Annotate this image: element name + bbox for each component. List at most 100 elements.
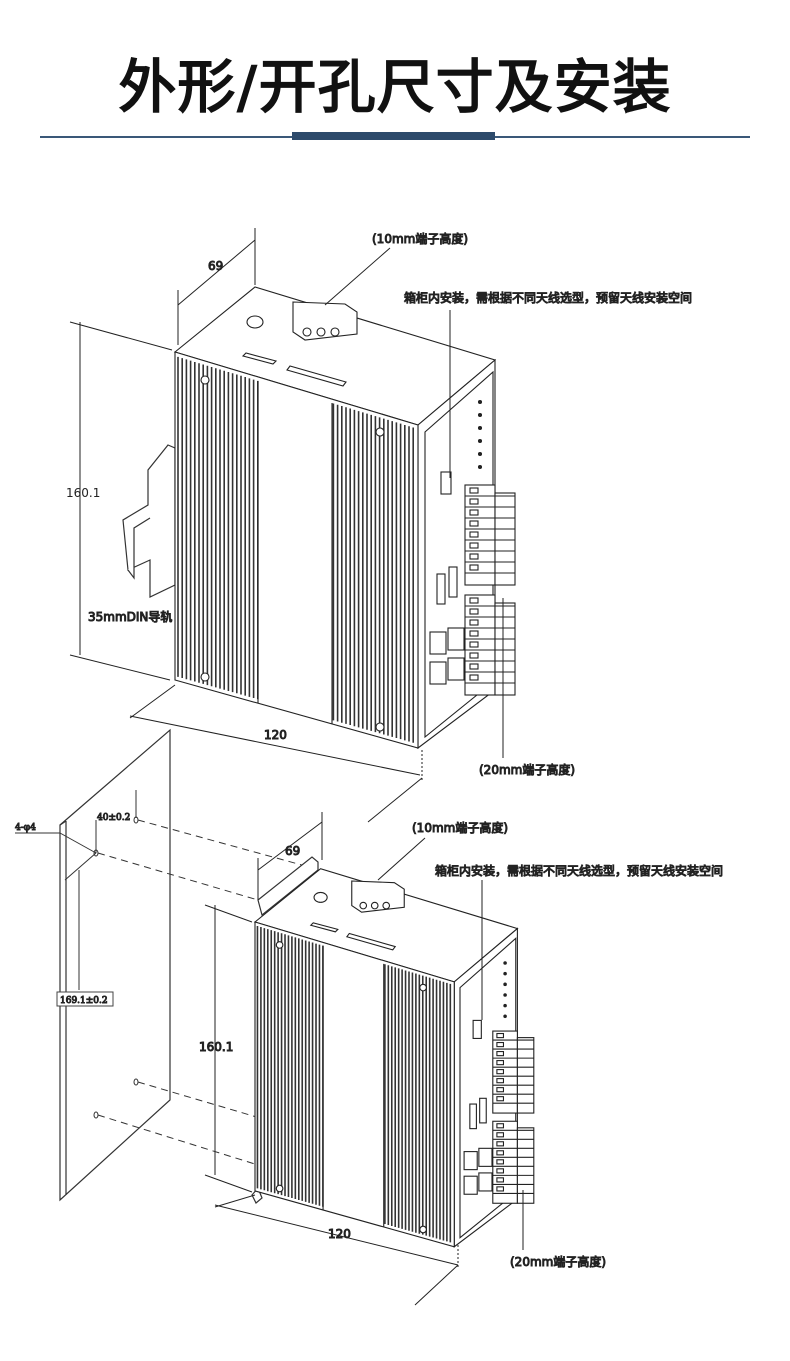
depth-label-bottom: 69	[285, 844, 300, 858]
din-rail-label: 35mmDIN导轨	[88, 610, 172, 624]
usb-port-icon	[448, 566, 458, 598]
leader-10mm-bottom	[377, 837, 426, 881]
height-label-top: 160.1	[66, 486, 100, 500]
antenna-note-top: 箱柜内安装，需根据不同天线选型，预留天线安装空间	[404, 290, 692, 305]
hole-alignment-lines	[97, 819, 321, 1166]
width-label-bottom: 120	[328, 1227, 351, 1241]
led-indicator	[477, 399, 483, 405]
screw-icon	[200, 375, 210, 385]
terminal-slot	[496, 1123, 505, 1129]
depth-dimension-top	[177, 228, 256, 345]
heatsink-fins	[177, 356, 414, 743]
hole-spacing-label: 40±0.2	[97, 813, 130, 823]
screw-icon	[375, 722, 385, 732]
terminal-slot	[469, 498, 479, 505]
terminal-slot	[469, 674, 479, 681]
vent-slot	[309, 922, 339, 933]
ethernet-port-icon	[463, 1175, 478, 1195]
antenna-connector-icon	[472, 1019, 482, 1039]
led-indicator	[503, 1003, 507, 1008]
terminal-slot	[496, 1032, 505, 1039]
mounting-holes	[93, 816, 139, 1119]
antenna-connector-icon	[440, 471, 452, 495]
terminal-screw	[330, 327, 340, 337]
terminal-slot	[469, 630, 479, 637]
terminal-block-20mm	[492, 1030, 535, 1114]
terminal-10mm-label-bottom: (10mm端子高度)	[412, 820, 508, 835]
hole-spec-label: 4-φ4	[15, 823, 36, 833]
terminal-slot	[496, 1159, 505, 1165]
terminal-block-10mm	[351, 880, 405, 913]
terminal-slot	[496, 1041, 505, 1048]
terminal-screw	[359, 901, 368, 910]
terminal-slot	[496, 1078, 505, 1084]
led-indicator	[477, 425, 483, 431]
hole-height-box	[56, 991, 114, 1007]
width-dimension-top	[129, 684, 423, 823]
antenna-note-bottom: 箱柜内安装，需根据不同天线选型，预留天线安装空间	[435, 863, 723, 878]
terminal-slot	[496, 1132, 505, 1138]
terminal-10mm-label-top: (10mm端子高度)	[372, 231, 468, 246]
knob-icon	[313, 891, 328, 903]
terminal-screw	[302, 327, 312, 337]
ethernet-port-icon	[447, 627, 465, 651]
height-dimension-bottom	[204, 904, 253, 1193]
terminal-screw	[316, 327, 326, 337]
terminal-slot	[496, 1177, 505, 1183]
led-indicator	[503, 1014, 507, 1019]
terminal-slot	[496, 1051, 505, 1057]
terminal-block-20mm	[492, 1120, 535, 1204]
terminal-screw	[370, 901, 379, 910]
terminal-slot	[469, 531, 479, 538]
mounting-panel	[59, 728, 171, 1202]
led-indicator	[477, 438, 483, 444]
width-label-top: 120	[264, 728, 287, 742]
terminal-slot	[496, 1186, 505, 1192]
terminal-slot	[469, 564, 479, 571]
led-indicator	[477, 451, 483, 457]
knob-icon	[246, 315, 264, 329]
screw-icon	[275, 1184, 284, 1193]
terminal-screw	[382, 901, 391, 910]
panel-dimension-lines	[15, 790, 137, 990]
page-title: 外形/开孔尺寸及安装	[118, 53, 672, 121]
depth-label-top: 69	[208, 259, 223, 273]
terminal-slot	[469, 641, 479, 648]
ethernet-port-icon	[478, 1147, 493, 1167]
heatsink-fins	[256, 926, 452, 1243]
led-indicator	[503, 993, 507, 997]
depth-dimension-bottom	[257, 812, 323, 900]
screw-icon	[419, 983, 427, 992]
ethernet-port-icon	[463, 1151, 478, 1171]
ethernet-port-icon	[478, 1172, 493, 1192]
terminal-slot	[496, 1087, 505, 1093]
usb-port-icon	[479, 1097, 487, 1124]
screw-icon	[200, 672, 210, 682]
vent-slot	[345, 932, 397, 951]
terminal-block-20mm	[464, 594, 516, 696]
terminal-slot	[469, 608, 479, 615]
leader-10mm-top	[324, 247, 391, 306]
device-top-view	[173, 286, 516, 750]
device-front-face	[174, 351, 419, 749]
ethernet-port-icon	[447, 657, 465, 681]
terminal-slot	[469, 520, 479, 527]
terminal-slot	[469, 487, 479, 494]
terminal-slot	[469, 542, 479, 549]
terminal-slot	[496, 1096, 505, 1102]
terminal-slot	[496, 1168, 505, 1174]
ethernet-port-icon	[429, 631, 447, 655]
terminal-slot	[469, 663, 479, 670]
terminal-slot	[469, 652, 479, 659]
vent-slot	[286, 365, 347, 387]
led-indicator	[503, 971, 507, 976]
terminal-slot	[496, 1060, 505, 1066]
terminal-slot	[469, 619, 479, 626]
din-rail	[122, 444, 176, 598]
terminal-20mm-label-top: (20mm端子高度)	[479, 762, 575, 777]
height-dimension-top	[69, 321, 173, 681]
terminal-block-10mm	[292, 301, 358, 341]
device-front-face	[254, 921, 455, 1248]
led-indicator	[477, 412, 483, 418]
